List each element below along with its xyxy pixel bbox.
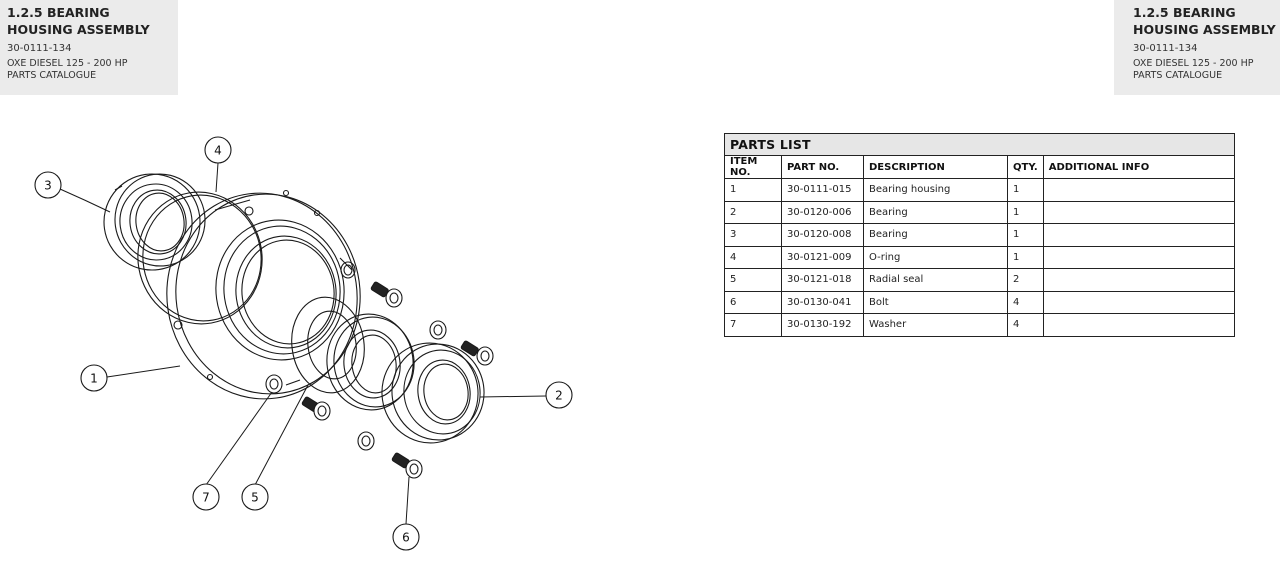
parts-list-table: PARTS LIST ITEM NO. PART NO. DESCRIPTION… — [724, 133, 1236, 337]
cell-qty: 4 — [1007, 313, 1044, 337]
assembly-part-number: 30-0111-134 — [7, 43, 72, 54]
cell-additional-info — [1042, 200, 1236, 224]
leader-lines — [59, 162, 547, 525]
cell-part-no: 30-0121-018 — [781, 268, 864, 292]
header-block-left: 1.2.5 BEARING HOUSING ASSEMBLY 30-0111-1… — [0, 0, 178, 95]
cell-part-no: 30-0120-008 — [781, 223, 864, 247]
cell-item-no: 3 — [724, 223, 782, 247]
cell-description: Washer — [863, 313, 1008, 337]
cell-additional-info — [1042, 178, 1236, 202]
balloon-label-2: 2 — [555, 389, 563, 403]
callout-balloon-3: 3 — [34, 171, 62, 199]
catalogue-subtitle: OXE DIESEL 125 - 200 HP PARTS CATALOGUE — [7, 58, 178, 82]
cell-description: Bearing — [863, 223, 1008, 247]
section-title-right: 1.2.5 BEARING HOUSING ASSEMBLY — [1133, 5, 1276, 37]
callout-balloon-6: 6 — [392, 523, 420, 551]
cell-part-no: 30-0130-192 — [781, 313, 864, 337]
cell-qty: 1 — [1007, 178, 1044, 202]
cell-qty: 4 — [1007, 290, 1044, 314]
callout-balloon-4: 4 — [204, 136, 232, 164]
cell-part-no: 30-0130-041 — [781, 290, 864, 314]
cell-description: Bearing — [863, 200, 1008, 224]
section-title: 1.2.5 BEARING HOUSING ASSEMBLY — [7, 5, 150, 37]
table-row: 1 30-0111-015 Bearing housing 1 — [724, 178, 1236, 202]
callout-balloon-7: 7 — [192, 483, 220, 511]
cell-part-no: 30-0111-015 — [781, 178, 864, 202]
table-row: 4 30-0121-009 O-ring 1 — [724, 245, 1236, 269]
subtitle-line-1-right: OXE DIESEL 125 - 200 HP — [1133, 58, 1254, 69]
balloon-label-6: 6 — [402, 531, 410, 545]
parts-list-title: PARTS LIST — [724, 133, 1235, 156]
cell-item-no: 1 — [724, 178, 782, 202]
part-bearing-housing — [166, 189, 361, 400]
callout-balloons: 1 2 3 4 5 6 7 — [34, 136, 573, 551]
table-row: 2 30-0120-006 Bearing 1 — [724, 200, 1236, 224]
subtitle-line-1: OXE DIESEL 125 - 200 HP — [7, 58, 128, 69]
assembly-part-number-right: 30-0111-134 — [1133, 43, 1198, 54]
cell-qty: 1 — [1007, 223, 1044, 247]
part-bearing-front — [381, 342, 485, 444]
cell-qty: 2 — [1007, 268, 1044, 292]
column-header-part-no: PART NO. — [781, 155, 864, 179]
subtitle-line-2: PARTS CATALOGUE — [7, 70, 97, 81]
cell-item-no: 7 — [724, 313, 782, 337]
cell-description: Bearing housing — [863, 178, 1008, 202]
balloon-label-1: 1 — [90, 372, 98, 386]
cell-part-no: 30-0121-009 — [781, 245, 864, 269]
table-row: 7 30-0130-192 Washer 4 — [724, 313, 1236, 337]
column-header-additional-info: ADDITIONAL INFO — [1042, 155, 1236, 179]
cell-additional-info — [1042, 223, 1236, 247]
cell-additional-info — [1042, 290, 1236, 314]
cell-item-no: 5 — [724, 268, 782, 292]
cell-qty: 1 — [1007, 245, 1044, 269]
cell-qty: 1 — [1007, 200, 1044, 224]
table-row: 3 30-0120-008 Bearing 1 — [724, 223, 1236, 247]
cell-additional-info — [1042, 313, 1236, 337]
callout-balloon-2: 2 — [545, 381, 573, 409]
cell-additional-info — [1042, 245, 1236, 269]
cell-description: Radial seal — [863, 268, 1008, 292]
cell-description: Bolt — [863, 290, 1008, 314]
column-header-item-no: ITEM NO. — [724, 155, 782, 179]
table-row: 5 30-0121-018 Radial seal 2 — [724, 268, 1236, 292]
exploded-view-drawing: 1 2 3 4 5 6 7 — [34, 136, 573, 551]
cell-item-no: 6 — [724, 290, 782, 314]
cell-description: O-ring — [863, 245, 1008, 269]
header-block-right: 1.2.5 BEARING HOUSING ASSEMBLY 30-0111-1… — [1114, 0, 1280, 95]
part-radial-seals — [291, 296, 415, 411]
cell-item-no: 2 — [724, 200, 782, 224]
cell-item-no: 4 — [724, 245, 782, 269]
balloon-label-5: 5 — [251, 491, 259, 505]
part-bearing-rear — [103, 173, 206, 271]
subtitle-line-2-right: PARTS CATALOGUE — [1133, 70, 1223, 81]
column-header-description: DESCRIPTION — [863, 155, 1008, 179]
part-bolts — [301, 281, 494, 479]
balloon-label-7: 7 — [202, 491, 210, 505]
callout-balloon-5: 5 — [241, 483, 269, 511]
column-header-qty: QTY. — [1007, 155, 1044, 179]
part-washers — [265, 320, 447, 451]
cell-part-no: 30-0120-006 — [781, 200, 864, 224]
balloon-label-4: 4 — [214, 144, 222, 158]
cell-additional-info — [1042, 268, 1236, 292]
callout-balloon-1: 1 — [80, 364, 108, 392]
part-o-ring — [137, 191, 263, 325]
table-row: 6 30-0130-041 Bolt 4 — [724, 290, 1236, 314]
catalogue-subtitle-right: OXE DIESEL 125 - 200 HP PARTS CATALOGUE — [1133, 58, 1280, 82]
balloon-label-3: 3 — [44, 179, 52, 193]
